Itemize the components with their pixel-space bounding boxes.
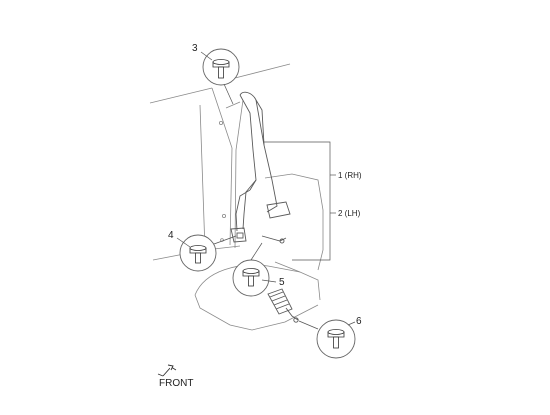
front-label: FRONT bbox=[159, 378, 193, 389]
callout-3 bbox=[200, 48, 240, 105]
rh-assembly-label: 1 (RH) bbox=[338, 171, 362, 180]
callout-6-number: 6 bbox=[356, 316, 362, 327]
bolt-icon bbox=[212, 59, 230, 79]
bolt-icon bbox=[327, 329, 345, 349]
bolt-icon bbox=[189, 245, 207, 264]
seat-belt-webbing bbox=[230, 91, 291, 244]
seat-belt-buckle bbox=[267, 288, 299, 323]
callout-5-number: 5 bbox=[279, 277, 285, 288]
callout-4 bbox=[176, 234, 237, 272]
callout-6 bbox=[298, 319, 356, 359]
callout-3-number: 3 bbox=[192, 43, 198, 54]
callout-5 bbox=[232, 242, 277, 297]
assembly-bracket bbox=[264, 141, 336, 261]
lh-assembly-label: 2 (LH) bbox=[338, 209, 361, 218]
callout-4-number: 4 bbox=[168, 230, 174, 241]
front-arrow-icon bbox=[157, 364, 177, 377]
bolt-icon bbox=[242, 268, 260, 287]
